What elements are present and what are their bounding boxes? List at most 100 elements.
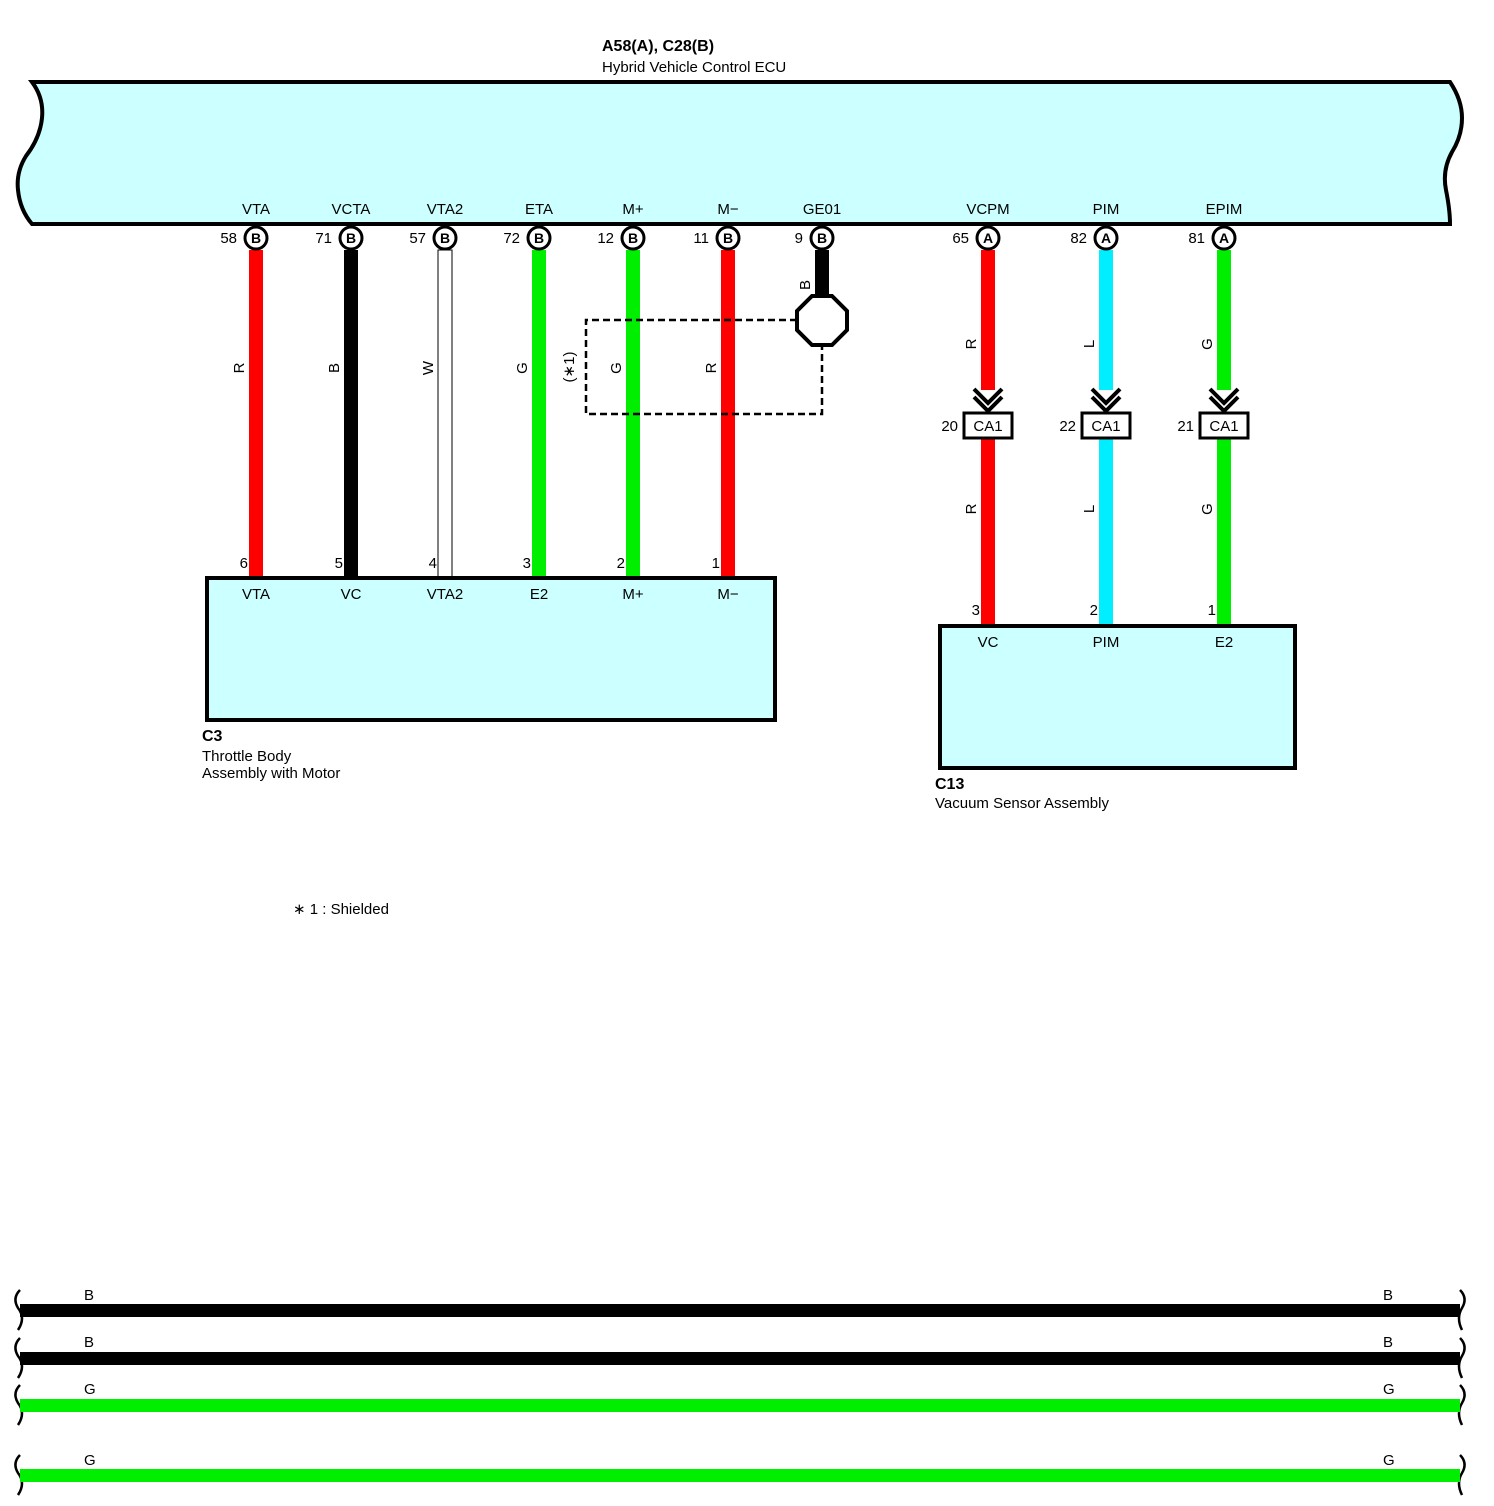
throttle-terminal-name: VTA2 (427, 586, 463, 603)
junction-connector-21: CA1 21 (1177, 387, 1250, 440)
ecu-terminal-vta2: VTA2 (427, 201, 463, 218)
junction-label: CA1 (1091, 418, 1120, 435)
wire-color-code: R (963, 338, 980, 349)
wire-ge01 (815, 250, 829, 296)
wire-vta2 (437, 249, 453, 579)
bus-label-left: G (84, 1452, 96, 1469)
ecu-pin-conn: A (1101, 230, 1111, 246)
ecu-pin-conn: B (628, 230, 638, 246)
wire-color-code: B (797, 280, 814, 290)
ecu-terminal-m-minus: M− (717, 201, 738, 218)
ecu-pin-conn: B (534, 230, 544, 246)
throttle-terminal-name: E2 (530, 586, 548, 603)
footnote: ∗ 1 : Shielded (293, 901, 389, 918)
wire-color-code: B (326, 363, 343, 373)
chevron-down-icon (1090, 395, 1122, 414)
ecu-pin-number: 82 (1070, 230, 1087, 247)
throttle-pin-number: 4 (429, 555, 437, 572)
ecu-body (15, 80, 1465, 226)
wire-vcta (344, 250, 358, 578)
bus-label-right: B (1383, 1287, 1393, 1304)
ecu-pin-conn: A (1219, 230, 1229, 246)
wire-pim-lower (1099, 438, 1113, 626)
wire-color-code: L (1081, 340, 1098, 348)
bus-label-left: G (84, 1381, 96, 1398)
ecu-pin-71: 71 B (315, 225, 364, 251)
chevron-down-icon (1208, 395, 1240, 414)
ecu-pin-conn: B (251, 230, 261, 246)
vacuum-sensor-box (938, 624, 1297, 770)
ecu-pin-number: 72 (503, 230, 520, 247)
wire-color-code: G (608, 362, 625, 374)
vacuum-pin-number: 1 (1208, 602, 1216, 619)
wire-pim-upper (1099, 250, 1113, 390)
bus-line-1: B B (14, 1287, 1466, 1331)
ecu-pin-65: 65 A (952, 225, 1001, 251)
vacuum-pin-number: 3 (972, 602, 980, 619)
throttle-pin-number: 2 (617, 555, 625, 572)
throttle-connector-code: C3 (202, 728, 223, 745)
vacuum-terminal-name: E2 (1215, 634, 1233, 651)
ecu-terminal-vcta: VCTA (332, 201, 371, 218)
junction-connector-20: CA1 20 (941, 387, 1014, 440)
throttle-pin-number: 3 (523, 555, 531, 572)
bus-line-4: G G (14, 1452, 1466, 1496)
throttle-terminal-name: M+ (622, 586, 643, 603)
junction-label: CA1 (973, 418, 1002, 435)
ecu-pin-72: 72 B (503, 225, 552, 251)
shield-outline (584, 318, 824, 416)
junction-connector-22: CA1 22 (1059, 387, 1132, 440)
ecu-pin-number: 65 (952, 230, 969, 247)
ecu-pin-number: 81 (1188, 230, 1205, 247)
throttle-name-line1: Throttle Body (202, 748, 292, 765)
chevron-down-icon (1208, 387, 1240, 406)
junction-pin-number: 21 (1177, 418, 1194, 435)
ecu-pin-conn: B (346, 230, 356, 246)
shield-label: (∗1) (561, 352, 578, 383)
wire-vcpm-upper (981, 250, 995, 390)
chevron-down-icon (1090, 387, 1122, 406)
wire-color-code: G (514, 362, 531, 374)
vacuum-terminal-name: VC (978, 634, 999, 651)
ecu-pin-conn: B (440, 230, 450, 246)
throttle-pin-number: 6 (240, 555, 248, 572)
ecu-pin-number: 12 (597, 230, 614, 247)
ecu-pin-conn: B (817, 230, 827, 246)
wire-color-code: L (1081, 505, 1098, 513)
ecu-pin-57: 57 B (409, 225, 458, 251)
vacuum-connector-code: C13 (935, 776, 964, 793)
wire-color-code: W (420, 360, 437, 375)
ecu-pin-conn: B (723, 230, 733, 246)
throttle-terminal-name: VTA (242, 586, 270, 603)
bus-label-right: G (1383, 1452, 1395, 1469)
wire-epim-lower (1217, 438, 1231, 626)
ecu-pin-number: 57 (409, 230, 426, 247)
junction-label: CA1 (1209, 418, 1238, 435)
wire-vcpm-lower (981, 438, 995, 626)
ecu-terminal-ge01: GE01 (803, 201, 841, 218)
wire-color-code: R (231, 362, 248, 373)
bus-line-3: G G (14, 1381, 1466, 1426)
junction-pin-number: 20 (941, 418, 958, 435)
bus-label-right: G (1383, 1381, 1395, 1398)
wire-vta (249, 250, 263, 578)
vacuum-pin-number: 2 (1090, 602, 1098, 619)
bus-label-left: B (84, 1287, 94, 1304)
ecu-pin-number: 71 (315, 230, 332, 247)
ecu-pin-11: 11 B (693, 225, 741, 251)
throttle-name-line2: Assembly with Motor (202, 765, 340, 782)
ground-point-icon (795, 294, 849, 347)
ecu-terminal-epim: EPIM (1206, 201, 1243, 218)
wire-color-code: G (1199, 338, 1216, 350)
chevron-down-icon (972, 395, 1004, 414)
throttle-pin-number: 1 (712, 555, 720, 572)
ecu-connector-code: A58(A), C28(B) (602, 38, 714, 55)
bus-line-2: B B (14, 1334, 1466, 1379)
chevron-down-icon (972, 387, 1004, 406)
ecu-pin-82: 82 A (1070, 225, 1119, 251)
wire-color-code: R (703, 362, 720, 373)
wire-color-code: R (963, 503, 980, 514)
ecu-pin-number: 9 (795, 230, 803, 247)
ecu-terminal-pim: PIM (1093, 201, 1120, 218)
